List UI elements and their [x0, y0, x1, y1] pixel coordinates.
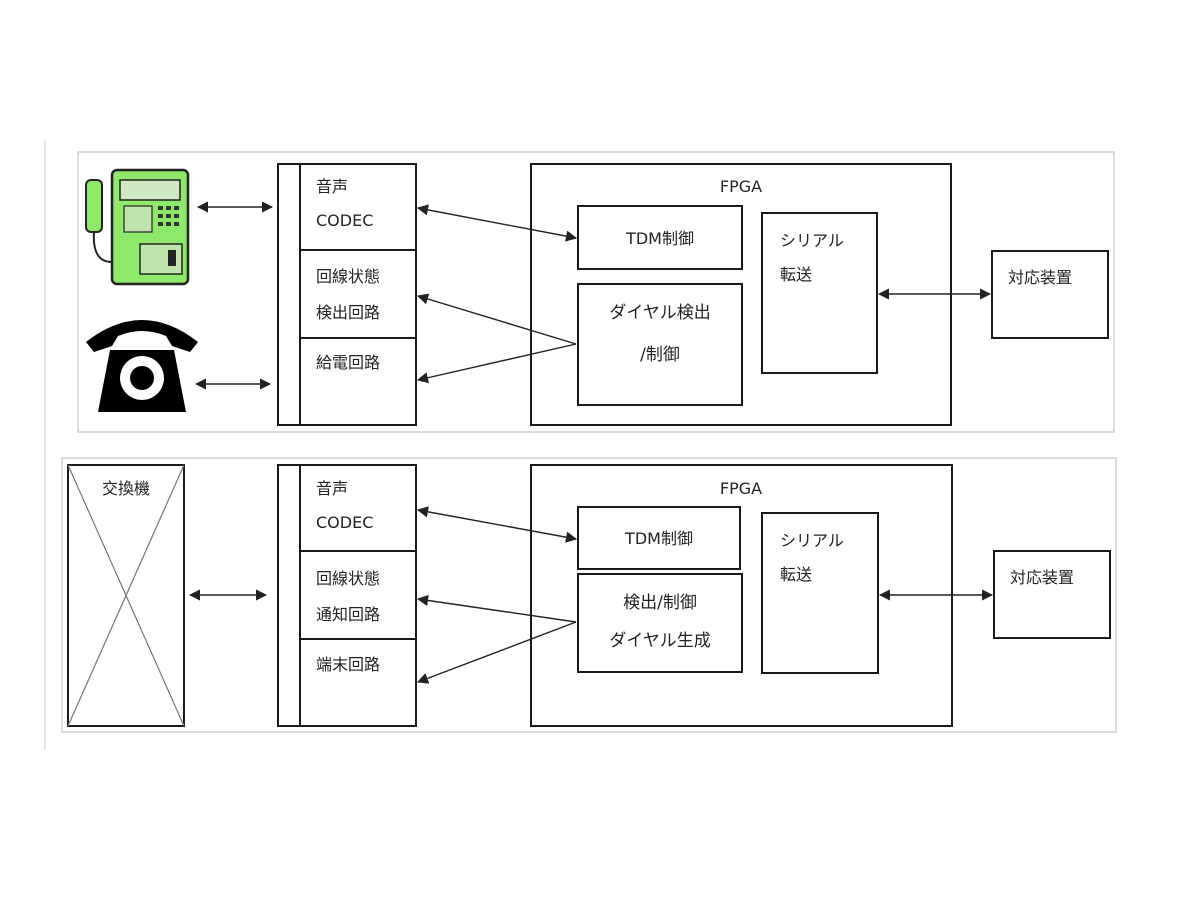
exchange-label: 交換機 [102, 479, 150, 498]
bottom-dial-line2: ダイヤル生成 [609, 631, 711, 651]
top-power-circuit: 給電回路 [316, 353, 380, 372]
bottom-codec-tdm-arrow [416, 506, 578, 543]
bottom-terminal-circuit: 端末回路 [316, 655, 380, 674]
top-codec-tdm-arrow [416, 204, 578, 242]
top-fpga-label: FPGA [720, 177, 762, 196]
top-tdm-box [577, 205, 743, 270]
bottom-line-state-line2: 通知回路 [316, 605, 380, 624]
bottom-fpga-label: FPGA [720, 479, 762, 498]
bottom-serial-line1: シリアル [780, 531, 844, 550]
top-dial-line1: ダイヤル検出 [609, 303, 711, 323]
payphone-icon [85, 168, 190, 286]
bottom-interface-column [277, 464, 417, 727]
bottom-dial-line1: 検出/制御 [623, 593, 697, 613]
bottom-dial-box [577, 573, 743, 673]
top-device-box [991, 250, 1109, 339]
top-dial-power-arrow [416, 343, 577, 384]
top-line-state-line2: 検出回路 [316, 303, 380, 322]
bottom-panel: 交換機 音声 CODEC 回線状態 通知回路 端末回路 FPGA TDM制御 検… [61, 457, 1117, 733]
top-codec-line1: 音声 [316, 177, 348, 196]
top-dial-state-arrow [416, 293, 577, 345]
bottom-codec-line2: CODEC [316, 513, 373, 532]
bottom-serial-box [761, 512, 879, 674]
top-serial-line2: 転送 [780, 265, 812, 284]
top-dial-box [577, 283, 743, 406]
top-panel: 音声 CODEC 回線状態 検出回路 給電回路 FPGA TDM制御 ダイヤル検… [77, 151, 1115, 433]
bottom-tdm-box [577, 506, 741, 570]
bottom-dial-state-arrow [416, 594, 577, 623]
top-serial-line1: シリアル [780, 231, 844, 250]
bottom-codec-line1: 音声 [316, 479, 348, 498]
top-interface-column [277, 163, 417, 426]
bottom-serial-line2: 転送 [780, 565, 812, 584]
top-codec-line2: CODEC [316, 211, 373, 230]
bottom-line-state-line1: 回線状態 [316, 569, 380, 588]
rotary-phone-icon [86, 320, 198, 412]
top-device-label: 対応装置 [1008, 268, 1072, 287]
top-tdm-label: TDM制御 [625, 229, 694, 248]
bottom-dial-terminal-arrow [416, 621, 577, 684]
bottom-tdm-label: TDM制御 [624, 529, 693, 548]
top-serial-box [761, 212, 878, 374]
top-dial-line2: /制御 [640, 345, 680, 365]
bottom-device-label: 対応装置 [1010, 568, 1074, 587]
top-line-state-line1: 回線状態 [316, 267, 380, 286]
bottom-device-box [993, 550, 1111, 639]
